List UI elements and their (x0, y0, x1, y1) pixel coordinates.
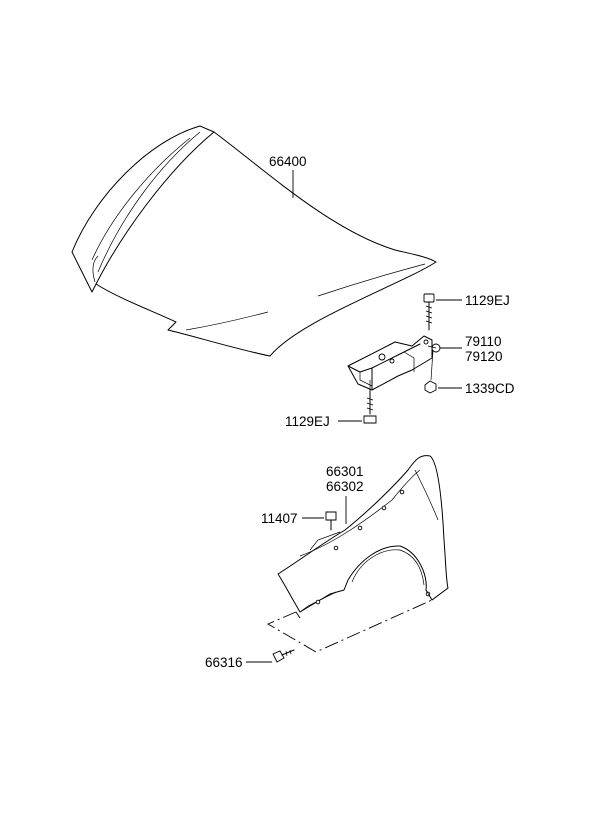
label-hinge-rh: 79120 (465, 349, 503, 364)
hinge-nut (424, 380, 437, 394)
label-hinge-bolt-top: 1129EJ (465, 293, 510, 308)
label-fender-lh: 66301 (326, 464, 364, 479)
label-hinge-nut: 1339CD (465, 381, 515, 396)
leader-lines (246, 170, 462, 663)
hood-hinge (347, 335, 441, 391)
label-fender-screw: 66316 (205, 655, 243, 670)
label-hood-panel: 66400 (269, 154, 307, 169)
hinge-bolt-bottom (363, 380, 377, 424)
hinge-bolt-top (423, 293, 435, 381)
fender-bolt (325, 511, 337, 531)
label-fender-bolt: 11407 (261, 511, 298, 526)
front-fender (277, 455, 449, 613)
label-fender-rh: 66302 (326, 479, 364, 494)
label-hinge-lh: 79110 (465, 334, 502, 349)
fender-screw (272, 649, 295, 663)
part-labels: 66400 1129EJ 79110 79120 1339CD 1129EJ 6… (205, 154, 515, 670)
hood-panel (71, 125, 437, 357)
fender-guide-lines (267, 599, 433, 653)
label-hinge-bolt-bottom: 1129EJ (285, 414, 330, 429)
